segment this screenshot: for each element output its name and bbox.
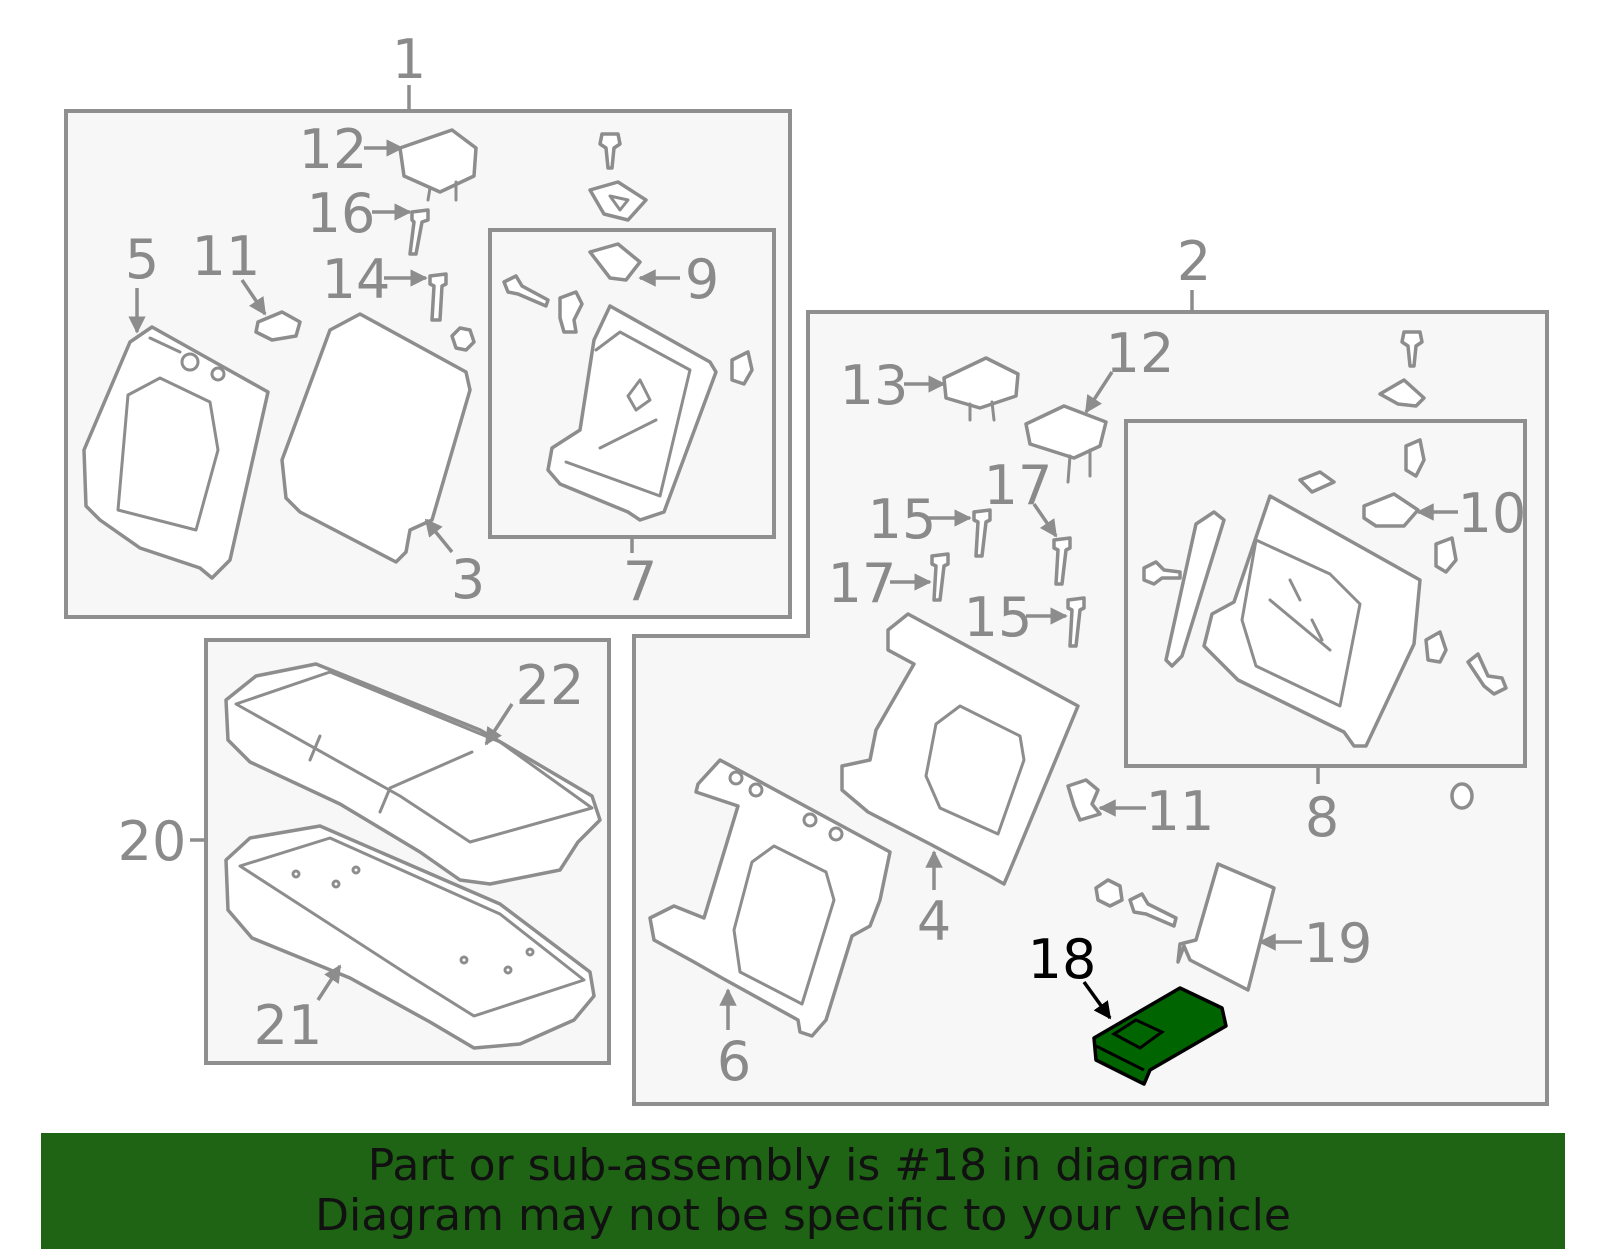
banner-line-1: Part or sub-assembly is #18 in diagram [367,1140,1239,1191]
bolt-8-left [1142,560,1182,586]
assembly-2-group: 2 8 13 12 17 15 17 15 [632,230,1549,1106]
bolt-lower [1128,892,1178,928]
washer-right [1450,782,1474,810]
label-3: 3 [451,548,485,611]
cushion-frame-21 [224,824,596,1050]
clip-11-right [1066,778,1102,822]
guide-15-top [972,508,992,558]
label-9: 9 [685,248,719,311]
label-21: 21 [254,994,323,1057]
clip-8-low [1424,630,1448,664]
label-11-left: 11 [192,225,261,288]
nut-lower [1094,878,1124,908]
bracket-19 [1176,862,1276,992]
guide-17-top [1052,536,1072,586]
cushion-22 [224,662,602,886]
guide-14 [428,272,448,322]
bar-8 [1164,510,1226,668]
guide-17-bottom [930,552,950,602]
clip-8-top [1404,438,1426,478]
screw-top-right [1400,330,1424,368]
label-16: 16 [307,182,376,245]
screw-top-left [598,132,622,170]
seatback-frame-6 [648,758,892,1038]
seatback-frame-5 [82,325,270,580]
label-14: 14 [322,248,391,311]
bracket-8-a [1298,470,1336,494]
bracket-top-left [588,180,648,222]
label-5: 5 [125,228,159,291]
label-8: 8 [1305,786,1339,849]
latch-cover-9 [588,242,642,282]
guide-16 [408,208,430,256]
label-1: 1 [392,28,426,91]
guide-15-bottom [1066,596,1086,648]
label-4: 4 [917,890,951,953]
seatback-4 [840,612,1080,886]
hinge-box7 [558,290,584,334]
label-6: 6 [717,1030,751,1093]
headrest-13 [942,356,1020,410]
label-17-bottom: 17 [828,552,897,615]
label-7: 7 [623,550,657,613]
clip-8-mid [1434,536,1458,574]
label-15-bottom: 15 [964,586,1033,649]
assembly-20-group: 20 22 21 [118,638,611,1065]
label-12-right: 12 [1106,322,1175,385]
latch-10 [1362,492,1420,528]
label-22: 22 [516,654,585,717]
label-13: 13 [840,354,909,417]
label-12-left: 12 [299,118,368,181]
clip-box7 [730,350,754,386]
grommet-left [450,326,476,352]
label-10: 10 [1458,482,1527,545]
label-2: 2 [1177,230,1211,293]
clip-11-left [254,310,302,342]
label-15-top: 15 [868,488,937,551]
seatback-cover-3 [280,312,472,564]
assembly-1-group: 1 7 5 11 3 12 16 14 [64,28,792,619]
info-banner: Part or sub-assembly is #18 in diagram D… [41,1133,1565,1249]
headrest-12-right [1024,404,1108,460]
label-19: 19 [1304,912,1373,975]
label-11-right: 11 [1146,780,1215,843]
bolt-box7 [502,274,550,308]
label-18: 18 [1028,928,1097,991]
bracket-top-right [1378,378,1426,408]
label-17-top: 17 [984,454,1053,517]
label-20: 20 [118,810,187,873]
headrest-12-left [398,128,478,194]
bolt-8-right [1466,652,1508,696]
seatback-frame-7 [546,304,718,522]
banner-line-2: Diagram may not be specific to your vehi… [315,1190,1291,1241]
